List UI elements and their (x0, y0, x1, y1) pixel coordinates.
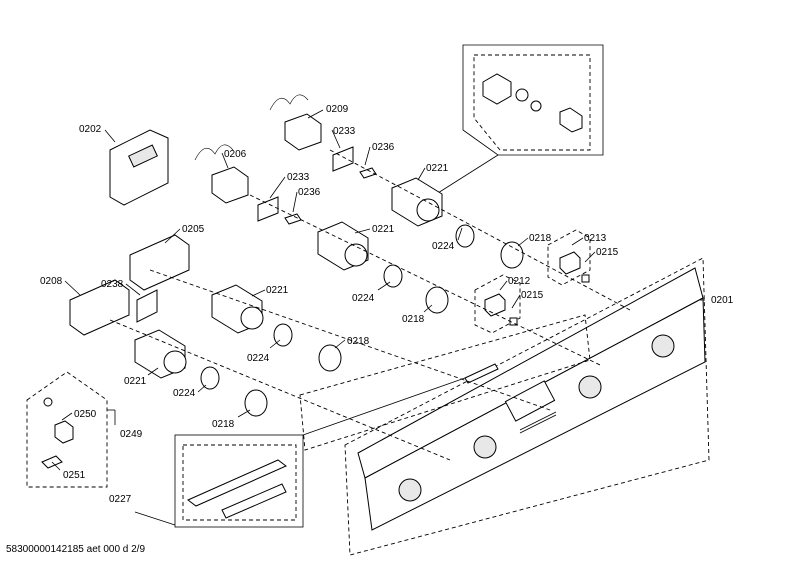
label-0218d: 0218 (212, 419, 235, 430)
label-0218a: 0218 (529, 233, 552, 244)
led-strip (464, 363, 499, 384)
part-0202 (109, 129, 169, 206)
label-0233b: 0233 (287, 172, 310, 183)
label-0250: 0250 (74, 409, 97, 420)
part-0205 (129, 234, 190, 291)
label-0205: 0205 (182, 224, 205, 235)
label-0209: 0209 (326, 104, 349, 115)
part-0233b (257, 196, 279, 222)
label-0218b: 0218 (402, 314, 425, 325)
part-0221c (211, 284, 264, 334)
label-0213: 0213 (584, 233, 607, 244)
part-0208 (69, 279, 130, 336)
part-0238 (136, 289, 158, 323)
label-0224a: 0224 (432, 241, 455, 252)
label-0227: 0227 (109, 494, 132, 505)
detail-inset-top (429, 44, 604, 199)
part-0221b (317, 221, 369, 271)
part-0224d (200, 366, 220, 390)
part-0218c (318, 344, 342, 372)
part-0221d (134, 329, 187, 379)
part-0221a (391, 177, 443, 227)
label-0224d: 0224 (173, 388, 196, 399)
inset-0227 (174, 377, 466, 528)
outline-0212 (474, 274, 521, 334)
label-0236a: 0236 (372, 142, 395, 153)
part-0224a (455, 224, 475, 248)
display-area-outline (299, 314, 591, 451)
label-0249: 0249 (120, 429, 143, 440)
label-0215a: 0215 (596, 247, 619, 258)
outline-0213 (547, 229, 591, 286)
label-0208: 0208 (40, 276, 63, 287)
control-panel-0201 (344, 257, 710, 556)
label-0236b: 0236 (298, 187, 321, 198)
label-0233a: 0233 (333, 126, 356, 137)
label-0206: 0206 (224, 149, 247, 160)
label-0221a: 0221 (426, 163, 449, 174)
label-0201: 0201 (711, 295, 734, 306)
label-0221c: 0221 (266, 285, 289, 296)
part-0224b (383, 264, 403, 288)
part-0218b (425, 286, 449, 314)
document-reference: 58300000142185 aet 000 d 2/9 (6, 544, 146, 555)
label-0221d: 0221 (124, 376, 147, 387)
part-0236b (284, 213, 302, 225)
label-0251: 0251 (63, 470, 86, 481)
label-0218c: 0218 (347, 336, 370, 347)
label-0238: 0238 (101, 279, 124, 290)
part-0206 (211, 166, 249, 204)
part-0209 (284, 113, 322, 151)
part-0233a (332, 146, 354, 172)
label-0202: 0202 (79, 124, 102, 135)
label-0224c: 0224 (247, 353, 270, 364)
part-0236a (359, 167, 377, 179)
part-0218d (244, 389, 268, 417)
label-0224b: 0224 (352, 293, 375, 304)
label-0215b: 0215 (521, 290, 544, 301)
part-0224c (273, 323, 293, 347)
label-0221b: 0221 (372, 224, 395, 235)
label-0212: 0212 (508, 276, 531, 287)
part-0218a (500, 241, 524, 269)
